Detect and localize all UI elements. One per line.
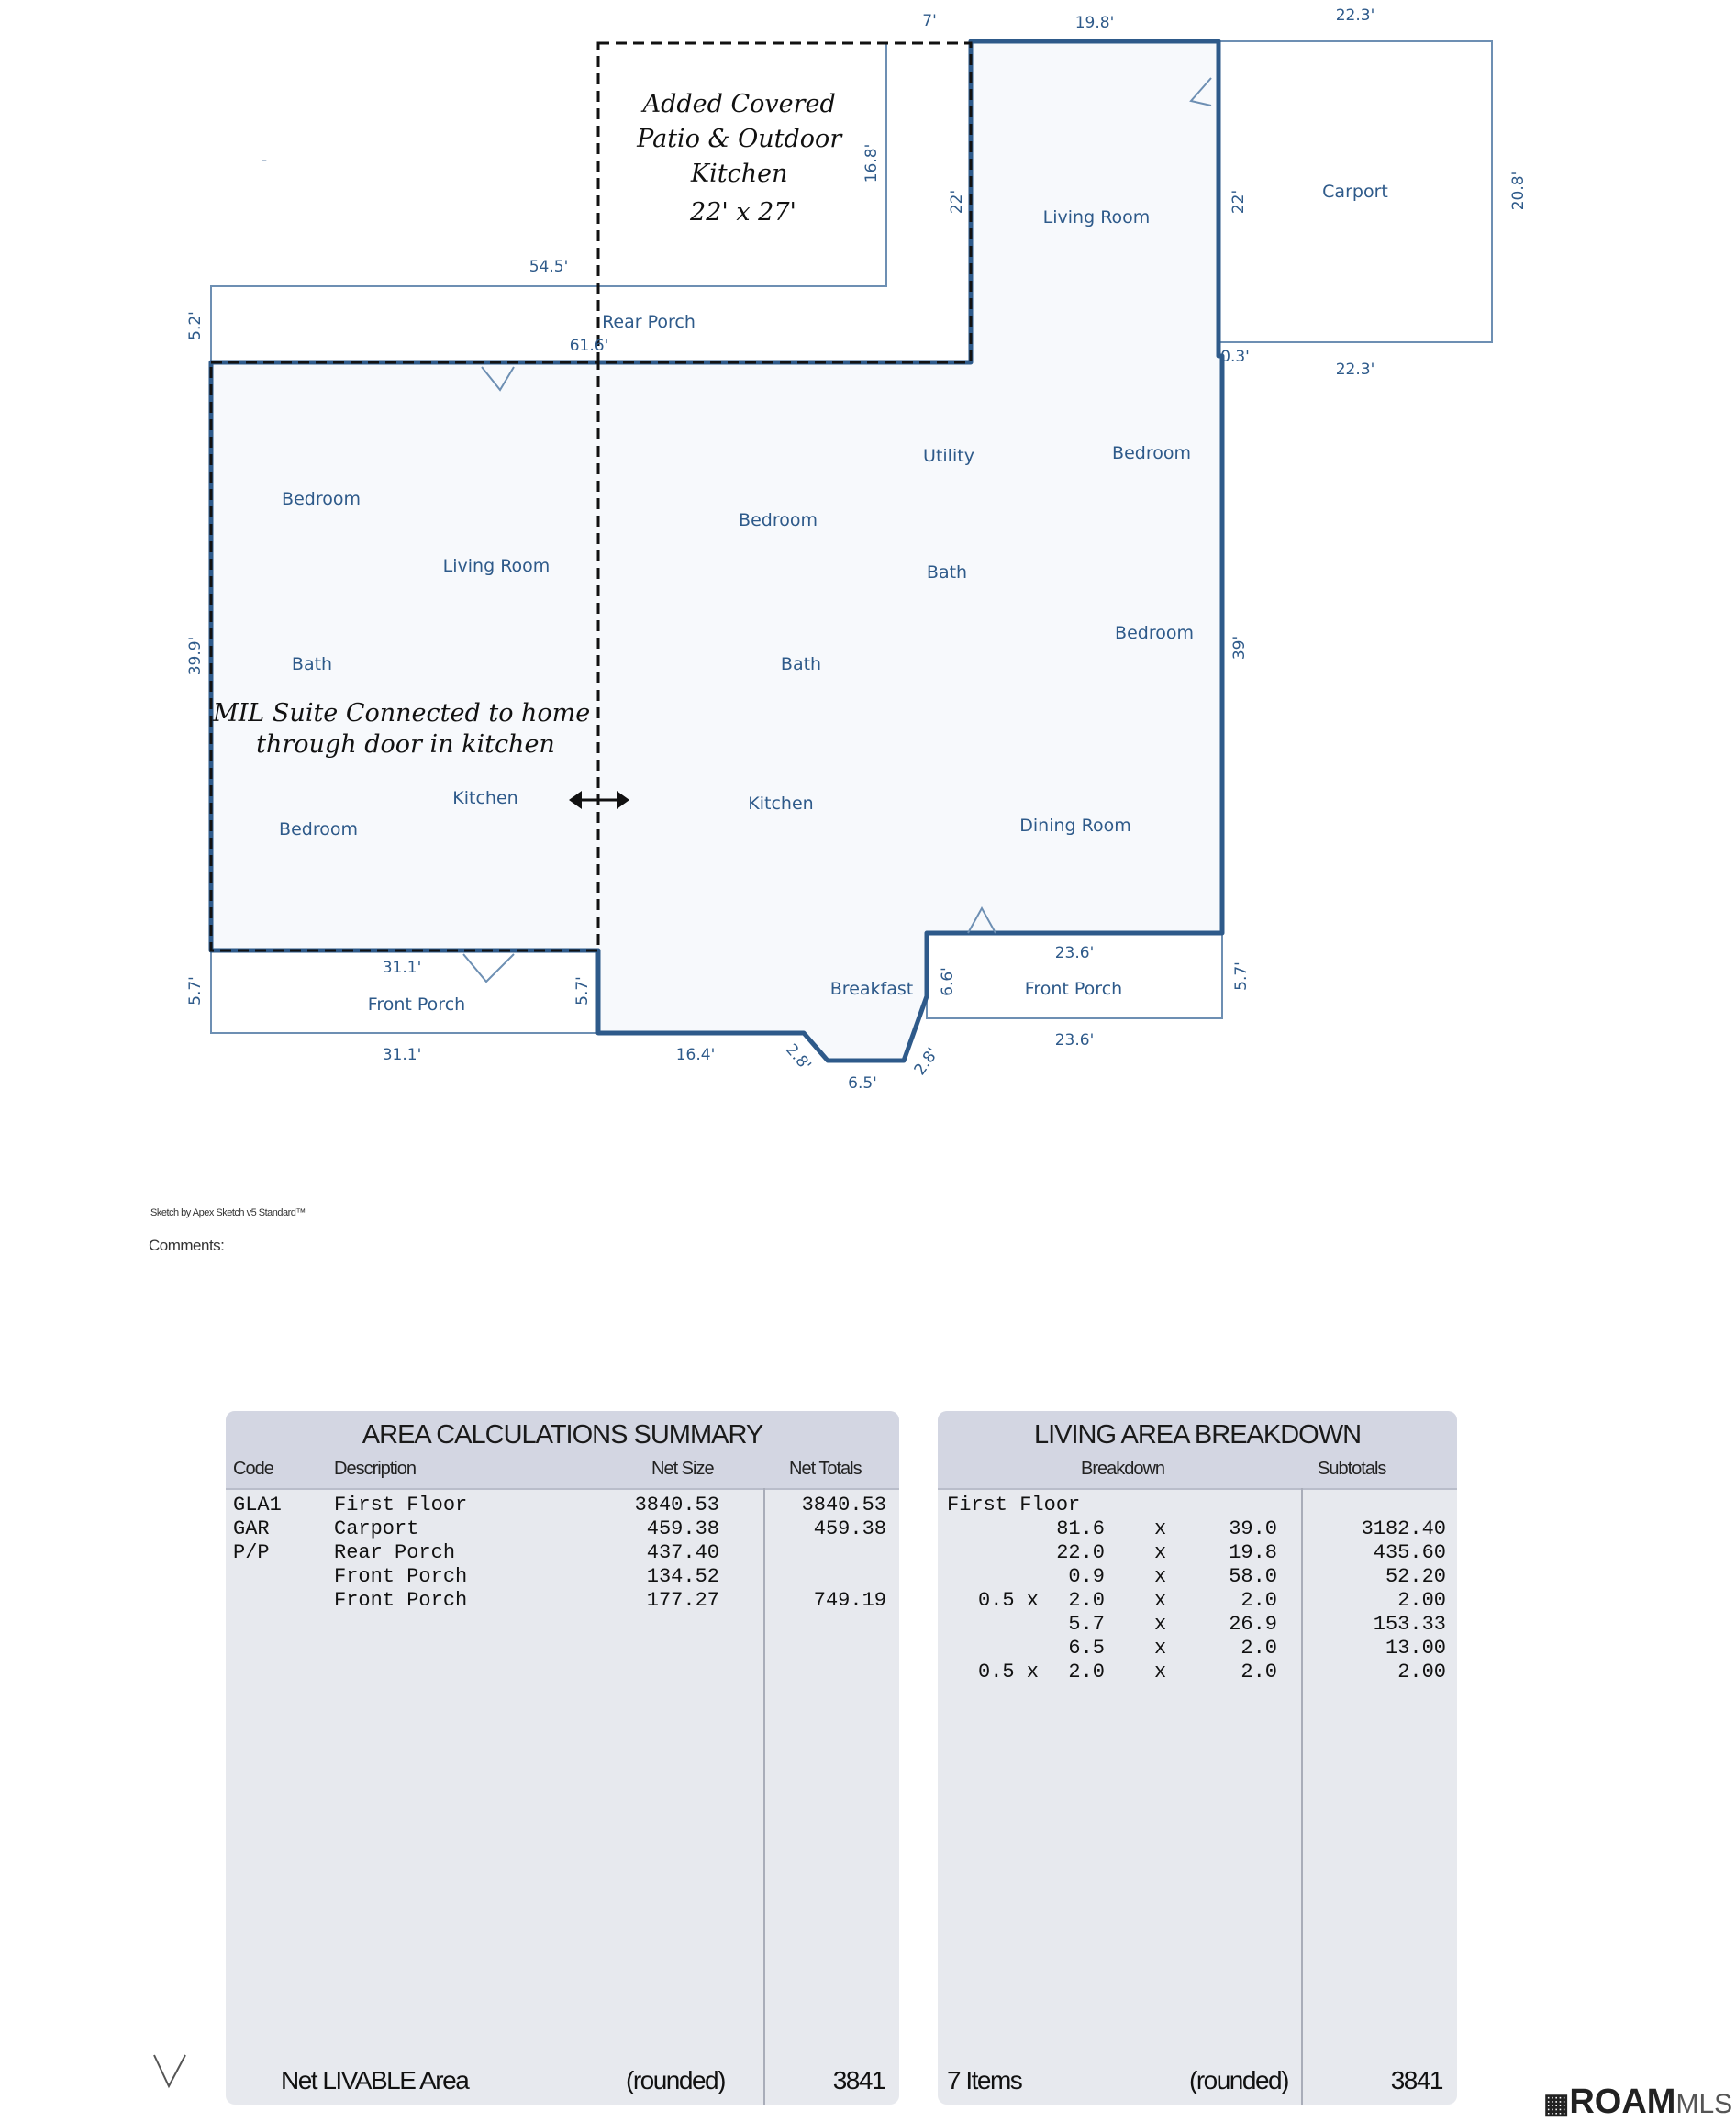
col-head-net-size: Net Size	[651, 1459, 715, 1479]
mil-suite-note: MIL Suite Connected to home through door…	[212, 699, 598, 759]
col-head-net-totals: Net Totals	[789, 1459, 862, 1479]
dimension-label: 6.5'	[848, 1074, 877, 1093]
living-breakdown-panel: LIVING AREA BREAKDOWN Breakdown Subtotal…	[938, 1411, 1457, 2105]
room-label: Bedroom	[739, 510, 818, 530]
room-label: Living Room	[443, 556, 551, 576]
dimension-label: 39.9'	[186, 637, 205, 676]
room-label: Living Room	[1043, 207, 1151, 228]
dimension-label: 2.8'	[911, 1044, 943, 1078]
roam-mls-logo: ▦ROAMMLS	[1543, 2083, 1733, 2121]
room-label: Bath	[927, 562, 967, 583]
door-icon	[153, 2054, 186, 2089]
room-label: Bedroom	[282, 489, 361, 509]
room-label: Dining Room	[1019, 816, 1130, 836]
dimension-label: 22.3'	[1336, 6, 1375, 25]
door-icon	[1189, 77, 1212, 106]
net-livable-value: 3841	[832, 2066, 886, 2094]
room-label: Utility	[923, 446, 974, 466]
double-arrow-icon	[569, 791, 629, 809]
mil-suite-outline	[209, 361, 600, 952]
dimension-label: 0.3'	[1220, 348, 1250, 366]
living-breakdown-title: LIVING AREA BREAKDOWN	[1033, 1420, 1362, 1450]
dimension-label: 22.3'	[1336, 361, 1375, 379]
room-label: Rear Porch	[602, 312, 696, 332]
area-summary-header: AREA CALCULATIONS SUMMARY Code Descripti…	[226, 1411, 899, 1490]
area-summary-panel: AREA CALCULATIONS SUMMARY Code Descripti…	[226, 1411, 899, 2105]
dimension-label: 5.2'	[186, 311, 205, 340]
dimension-label: 39'	[1230, 636, 1249, 660]
room-label: Bedroom	[279, 819, 358, 839]
dimension-label: 22'	[1230, 190, 1248, 214]
dimension-label: 31.1'	[383, 959, 422, 977]
area-summary-title: AREA CALCULATIONS SUMMARY	[362, 1420, 763, 1450]
door-icon	[462, 953, 515, 983]
dimension-label: 61.6'	[570, 337, 609, 355]
col-head-subtotals: Subtotals	[1318, 1459, 1386, 1479]
net-livable-label: Net LIVABLE Area	[281, 2066, 470, 2094]
rounded-label: (rounded)	[1189, 2066, 1289, 2094]
dimension-label: 5.7'	[1232, 961, 1251, 991]
room-label: Breakfast	[830, 979, 913, 999]
room-label: Bath	[781, 654, 821, 674]
comments-label: Comments:	[149, 1237, 225, 1254]
patio-addition-outline	[596, 41, 973, 364]
door-icon	[967, 905, 996, 934]
dimension-label: 31.1'	[383, 1046, 422, 1064]
room-label: Bedroom	[1115, 623, 1194, 643]
living-total-value: 3841	[1390, 2066, 1444, 2094]
dimension-label: 19.8'	[1075, 14, 1115, 32]
room-label: Front Porch	[368, 994, 465, 1015]
items-count-label: 7 Items	[947, 2066, 1023, 2094]
patio-note: Added Covered Patio & Outdoor Kitchen 22…	[636, 90, 850, 227]
dimension-label: 23.6'	[1055, 1031, 1095, 1050]
dimension-label: 16.8'	[862, 144, 881, 183]
rear-porch-outline	[210, 43, 887, 362]
col-head-code: Code	[233, 1459, 274, 1479]
front-porch-west-outline	[210, 950, 598, 1034]
dimension-label: 16.4'	[676, 1046, 716, 1064]
col-head-description: Description	[334, 1459, 417, 1479]
dimension-label: 5.7'	[573, 976, 592, 1005]
rounded-label: (rounded)	[626, 2066, 726, 2094]
column-divider	[1301, 1488, 1303, 2105]
section-label: First Floor	[947, 1494, 1081, 1517]
room-label: Kitchen	[452, 788, 517, 808]
column-divider	[763, 1488, 765, 2105]
dimension-label: 6.6'	[939, 967, 957, 996]
door-icon	[481, 366, 515, 392]
house-outline	[208, 39, 1225, 1063]
dimension-label: 2.8'	[782, 1040, 815, 1074]
col-head-breakdown: Breakdown	[1081, 1459, 1165, 1479]
sketch-credit: Sketch by Apex Sketch v5 Standard™	[150, 1207, 306, 1218]
building-icon: ▦	[1543, 2089, 1570, 2119]
floor-plan: - Added Covered Patio & Outdoor Kitchen …	[186, 6, 1528, 1093]
dimension-label: 7'	[922, 12, 937, 30]
living-breakdown-header: LIVING AREA BREAKDOWN Breakdown Subtotal…	[938, 1411, 1457, 1490]
dimension-label: 5.7'	[186, 976, 205, 1005]
dimension-label: 23.6'	[1055, 944, 1095, 962]
dimension-label: 22'	[948, 190, 966, 214]
room-label: Bedroom	[1112, 443, 1191, 463]
room-label: Bath	[292, 654, 332, 674]
dimension-label: 20.8'	[1509, 172, 1528, 211]
dimension-label: 54.5'	[529, 258, 569, 276]
room-label: Carport	[1322, 182, 1388, 202]
room-label: Kitchen	[748, 794, 813, 814]
svg-text:-: -	[262, 151, 267, 170]
room-label: Front Porch	[1025, 979, 1122, 999]
